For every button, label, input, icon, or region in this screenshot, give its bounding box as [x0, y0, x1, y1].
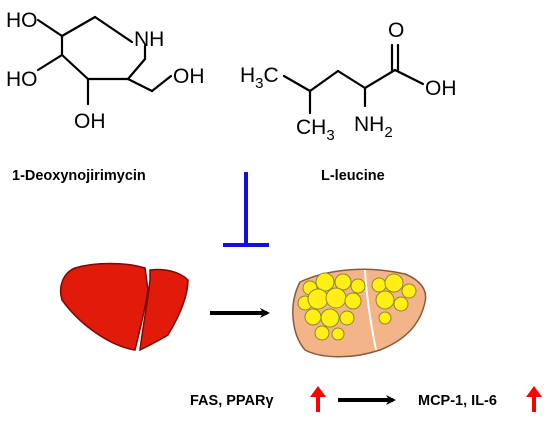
leucine-structure: H3C CH3 O OH NH2	[240, 19, 457, 144]
fat-droplet	[339, 310, 355, 326]
fat-droplet	[304, 308, 322, 326]
dnj-bond	[36, 18, 64, 38]
fat-droplet	[307, 288, 329, 310]
leu-nh2-label: NH2	[354, 113, 393, 141]
healthy-liver-right-lobe	[139, 268, 189, 352]
fat-droplet	[344, 292, 362, 310]
dnj-oh-right-label: OH	[173, 65, 205, 88]
dnj-name: 1-Deoxynojirimycin	[12, 168, 146, 184]
dnj-bond	[93, 15, 134, 44]
leu-bond	[393, 68, 425, 86]
fat-droplet	[393, 296, 409, 312]
dnj-bond	[60, 15, 97, 38]
inhibition-symbol	[223, 172, 269, 247]
leu-o-label: O	[388, 19, 404, 42]
fat-droplet	[371, 277, 387, 293]
leu-ch3-c: CH	[296, 116, 326, 139]
leucine-name: L-leucine	[321, 168, 385, 184]
dnj-bond	[126, 77, 154, 93]
dnj-bond	[126, 57, 147, 81]
leu-h3c-h: H	[240, 64, 255, 87]
dnj-bond	[36, 53, 64, 72]
healthy-liver-left-lobe	[59, 262, 149, 351]
fat-droplet	[325, 287, 347, 309]
leu-h3c-label: H3C	[240, 64, 279, 92]
fat-droplet	[401, 283, 417, 299]
fatty-liver	[292, 268, 427, 358]
leu-bond	[363, 68, 397, 90]
healthy-liver	[59, 262, 189, 352]
leu-bond	[308, 69, 340, 93]
dnj-oh-bottom-label: OH	[74, 110, 106, 133]
fat-droplets	[297, 272, 417, 341]
leu-h3c-sub: 3	[255, 75, 263, 92]
fat-droplet	[331, 327, 345, 341]
dnj-ho-mid-label: HO	[6, 68, 38, 91]
fat-droplet	[314, 325, 330, 341]
fat-droplet	[350, 278, 366, 294]
deoxynojirimycin-structure: HO NH HO OH OH	[6, 9, 205, 133]
lipogenesis-up-arrow-icon	[310, 386, 326, 412]
leu-nh2-nh: NH	[354, 113, 384, 136]
fat-droplet	[384, 273, 404, 293]
leu-ch3-label: CH3	[296, 116, 335, 144]
dnj-nh-label: NH	[134, 28, 164, 51]
inflammation-up-arrow-icon	[526, 386, 542, 412]
dnj-bond	[60, 53, 90, 81]
fatty-liver-lobe-divider	[364, 269, 377, 351]
dnj-ho-top-label: HO	[6, 9, 38, 32]
leu-h3c-c: C	[264, 64, 279, 87]
leu-bond	[336, 69, 367, 90]
inflammation-markers-label: MCP-1, IL-6	[418, 393, 497, 409]
fat-droplet	[315, 272, 335, 292]
leu-oh-label: OH	[425, 77, 457, 100]
fat-droplet	[378, 311, 392, 325]
leu-nh2-sub: 2	[384, 124, 392, 141]
fat-droplet	[375, 290, 395, 310]
lipogenesis-markers-label: FAS, PPARγ	[190, 393, 274, 409]
dnj-bond	[150, 74, 173, 93]
leu-bond	[282, 74, 312, 93]
leu-ch3-sub: 3	[326, 127, 334, 144]
fat-droplet	[334, 273, 352, 291]
fat-droplet	[320, 308, 340, 328]
